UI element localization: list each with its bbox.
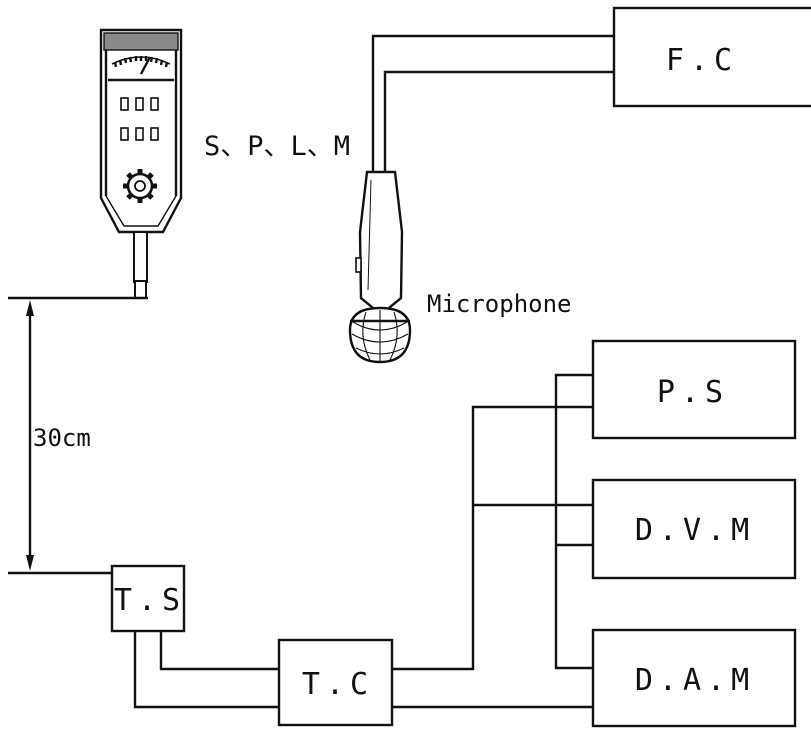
ts-label: T.S (114, 583, 186, 618)
tc-box: T.C (277, 638, 394, 727)
sound-level-meter-icon (99, 28, 183, 299)
dvm-label: D.V.M (635, 513, 755, 548)
tc-label: T.C (302, 667, 374, 702)
distance-dimension (8, 296, 148, 575)
dam-label: D.A.M (635, 663, 755, 698)
dam-box: D.A.M (591, 628, 797, 728)
dvm-box: D.V.M (591, 478, 797, 580)
splm-label: S、P、L、M (204, 131, 350, 162)
wiring (133, 373, 593, 709)
microphone-icon (348, 170, 412, 364)
ps-label: P.S (657, 375, 729, 410)
distance-label: 30cm (33, 424, 91, 452)
microphone-cable (371, 34, 614, 172)
ts-box: T.S (110, 564, 186, 633)
fc-label: F.C (666, 43, 738, 78)
fc-box: F.C (612, 6, 811, 108)
ps-box: P.S (591, 339, 797, 440)
microphone-label: Microphone (427, 290, 572, 318)
